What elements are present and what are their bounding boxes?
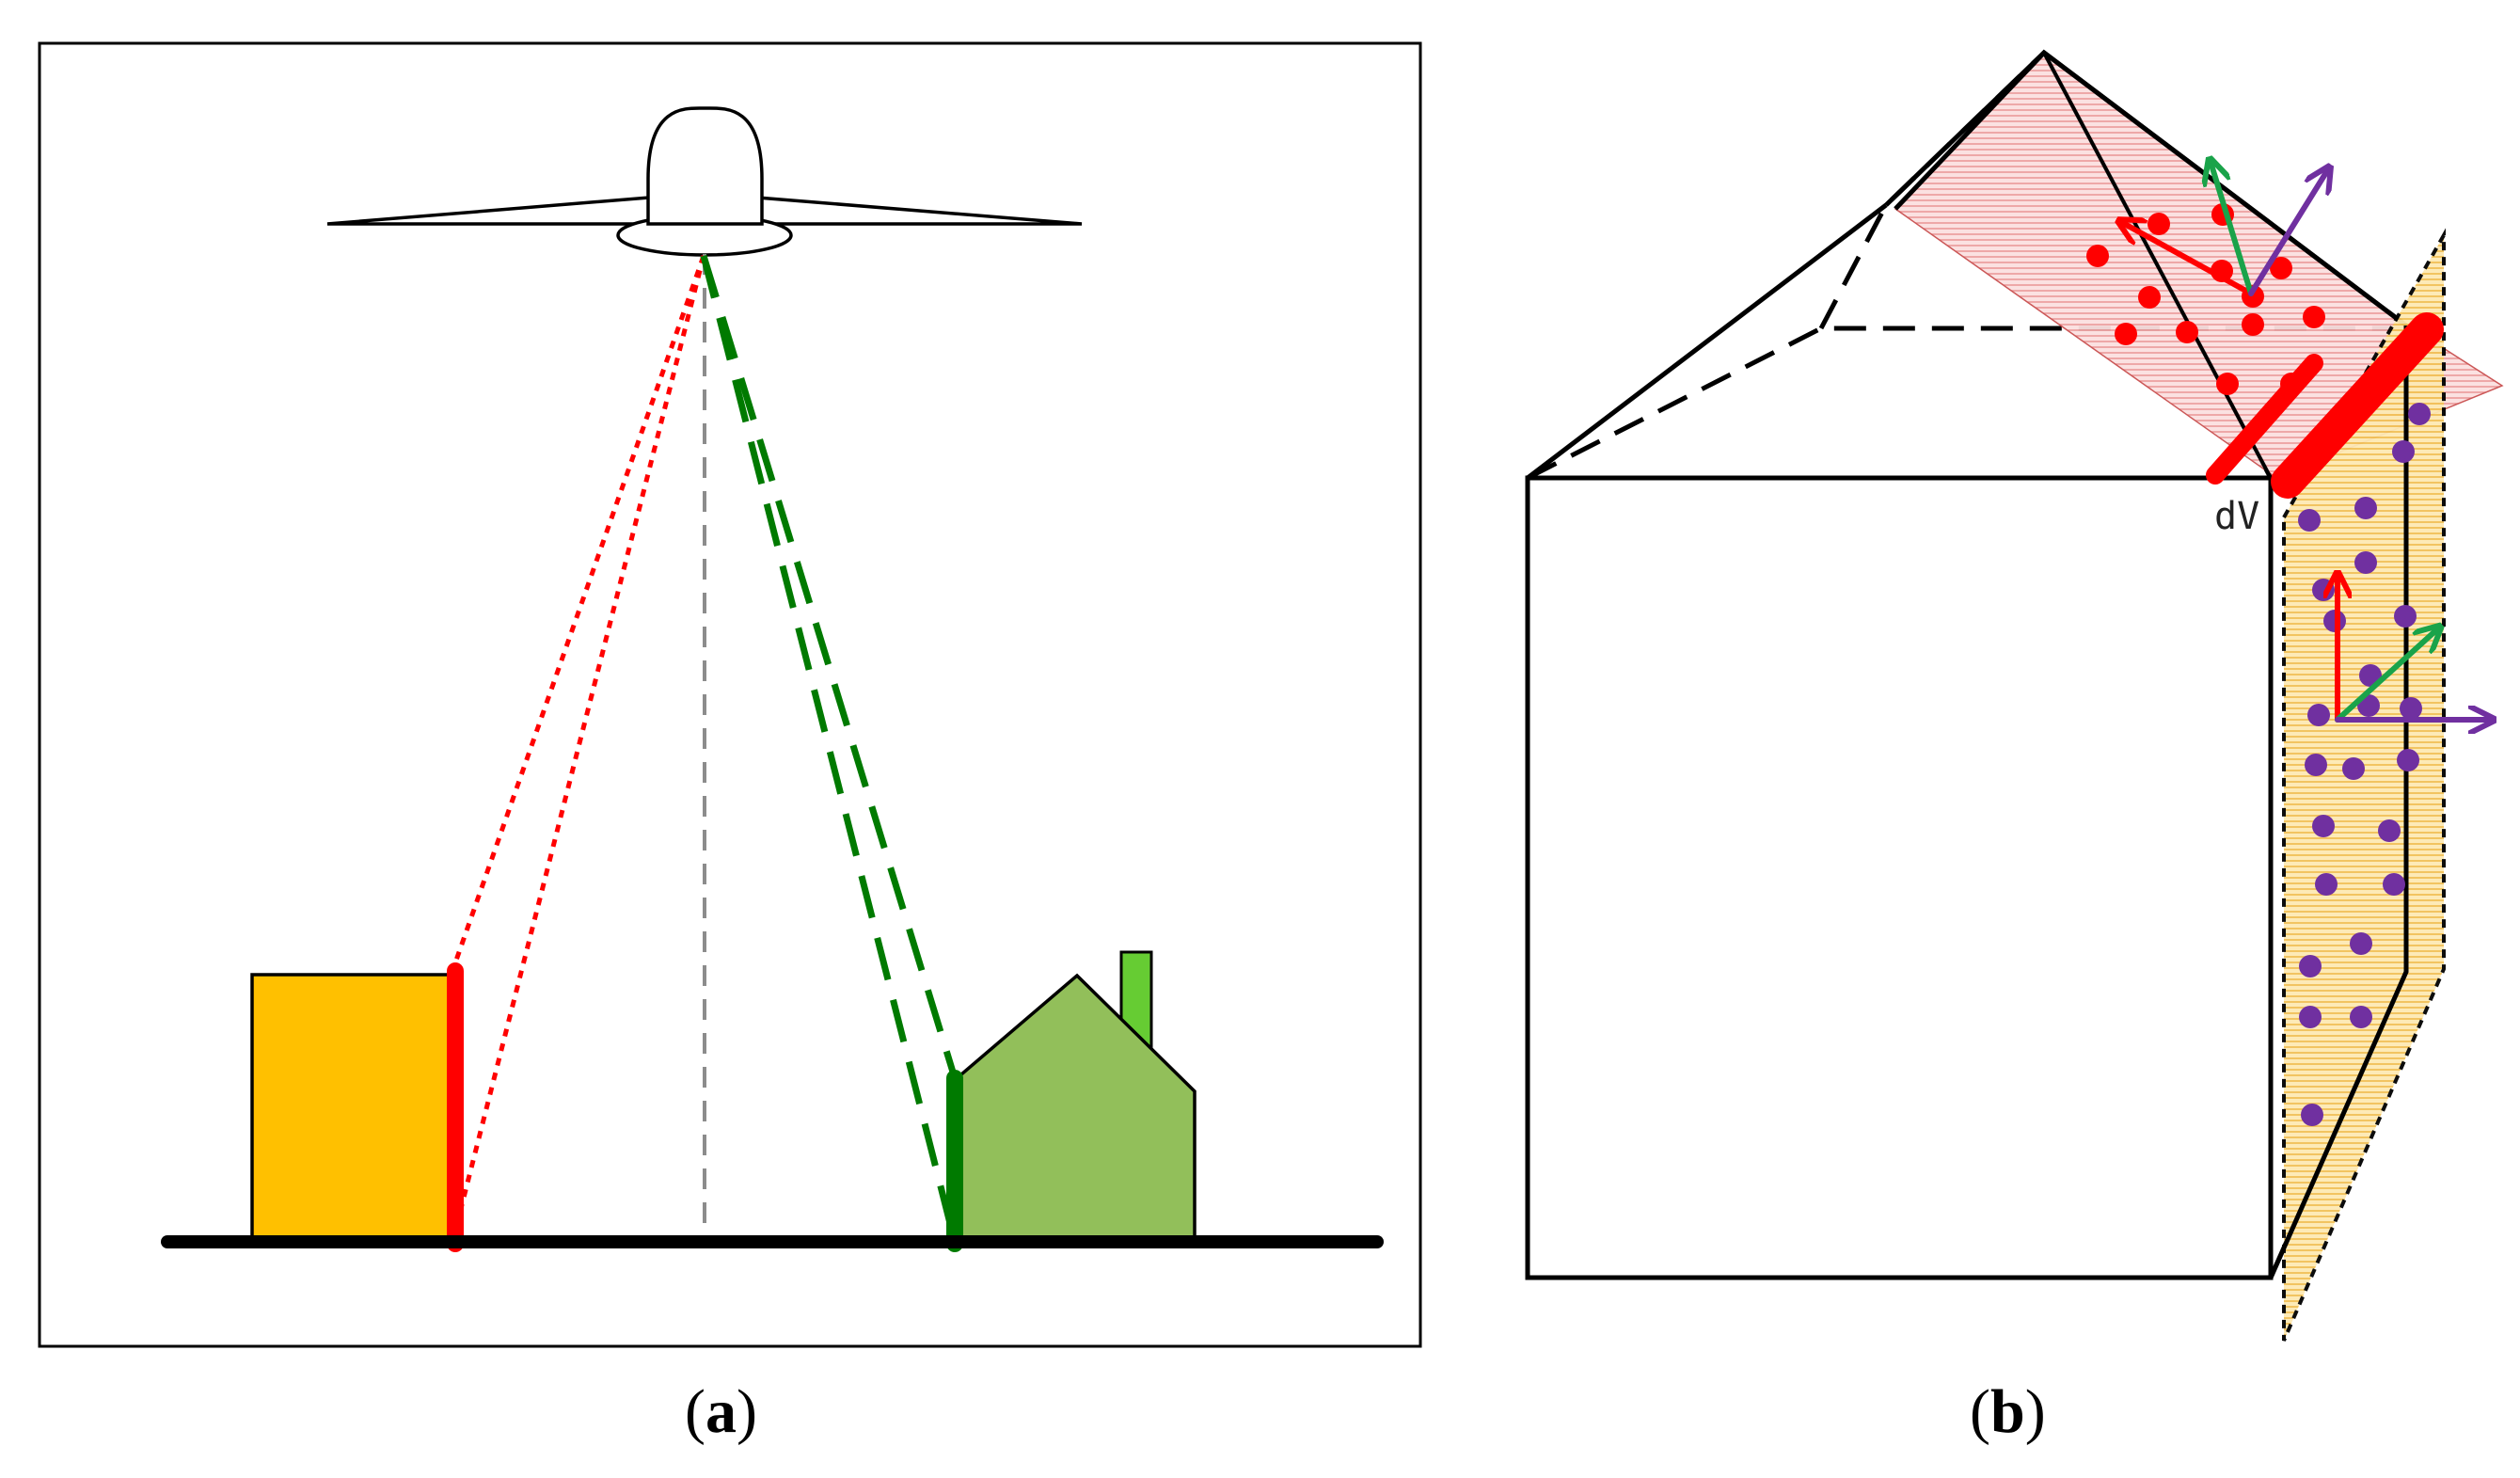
- roof-axis-purple: [2248, 169, 2328, 296]
- aircraft-right-wing: [755, 196, 1083, 226]
- caption-b-close: ): [2024, 1377, 2046, 1446]
- aircraft: [326, 106, 1083, 257]
- roof-sample-points: [2086, 203, 2325, 395]
- dv-label: dV: [2214, 495, 2259, 538]
- orange-building: [250, 973, 454, 1244]
- dv-edge-thin: [2206, 354, 2323, 485]
- roof-local-axes: [2121, 162, 2328, 296]
- caption-a-open: (: [685, 1377, 705, 1446]
- panel-a: [38, 41, 1422, 1348]
- red-view-rays: [450, 255, 706, 1243]
- caption-a-letter: a: [705, 1377, 737, 1446]
- green-view-rays: [700, 254, 959, 1243]
- dv-edge-thick: [2271, 312, 2444, 499]
- house-front-face: [1525, 475, 2274, 1280]
- panel-b: dV: [1525, 49, 2504, 1342]
- edges-overlay: [2042, 52, 2409, 1279]
- wall-local-axes: [2338, 576, 2491, 720]
- roof-axis-red: [2121, 222, 2254, 296]
- roof-axis-green: [2211, 162, 2254, 296]
- aircraft-sensor-dome: [646, 106, 764, 226]
- caption-a: (a): [685, 1381, 757, 1443]
- panel-a-frame: [38, 41, 1422, 1348]
- aircraft-left-wing: [326, 196, 651, 226]
- house: [953, 973, 1197, 1244]
- caption-a-close: ): [736, 1377, 757, 1446]
- wall-axis-green: [2335, 628, 2438, 723]
- caption-b-open: (: [1970, 1377, 1990, 1446]
- caption-b-letter: b: [1989, 1377, 2025, 1446]
- wall-sample-points: [2298, 403, 2431, 1126]
- caption-b: (b): [1970, 1381, 2046, 1443]
